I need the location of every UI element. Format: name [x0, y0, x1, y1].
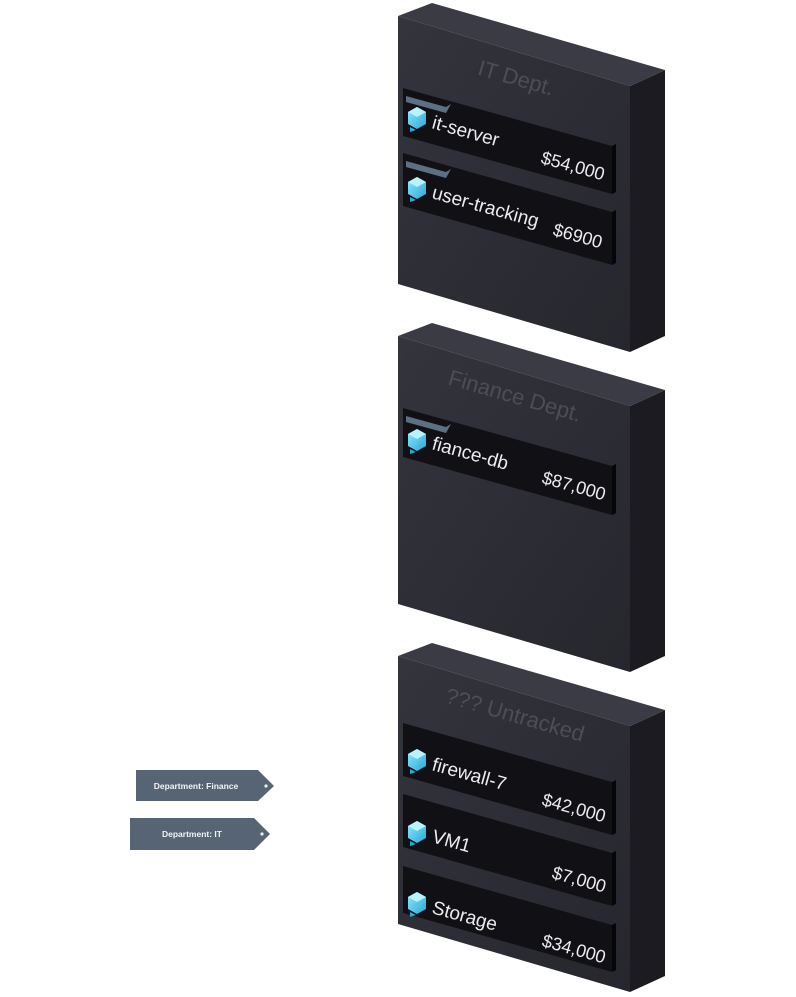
department-tag-mini: [406, 161, 451, 178]
cube-icon: [408, 892, 426, 917]
card-body: [403, 408, 612, 515]
panel-side: [630, 390, 665, 672]
resource-card[interactable]: user-tracking $6900: [403, 153, 616, 265]
panel-front: [398, 336, 630, 672]
card-body: [403, 88, 612, 194]
resource-card[interactable]: Storage $34,000: [403, 866, 616, 972]
resource-card[interactable]: VM1 $7,000: [403, 794, 616, 906]
card-edge: [612, 210, 616, 265]
resource-card[interactable]: fiance-db $87,000: [403, 408, 616, 515]
card-edge: [612, 923, 616, 972]
tag-label: Department: Finance: [154, 781, 239, 791]
tag-hole: [264, 784, 268, 788]
card-body: [403, 794, 612, 906]
card-edge: [612, 144, 616, 194]
tag-shape: [136, 770, 274, 801]
cube-icon: [408, 107, 426, 132]
resource-card[interactable]: firewall-7 $42,000: [403, 723, 616, 835]
card-body: [403, 866, 612, 972]
card-body: [403, 723, 612, 835]
panel-top: [398, 3, 665, 86]
panel-it-dept: IT Dept. it-server $54,000: [398, 3, 665, 352]
tag-label: Department: IT: [162, 829, 223, 839]
department-tag-it[interactable]: Department: IT: [130, 818, 270, 850]
panel-side: [630, 710, 665, 992]
cube-icon: [408, 821, 426, 846]
card-edge: [612, 851, 616, 906]
cube-icon: [408, 429, 426, 454]
panel-finance-dept: Finance Dept. fiance-db $87,000: [398, 323, 665, 672]
department-tag-mini: [406, 416, 451, 433]
tag-hole: [260, 832, 264, 836]
panel-side: [630, 70, 665, 352]
panel-top: [398, 323, 665, 406]
panel-front: [398, 16, 630, 352]
cube-icon: [408, 749, 426, 774]
card-edge: [612, 464, 616, 515]
card-body: [403, 153, 612, 265]
department-tag-finance[interactable]: Department: Finance: [136, 770, 274, 801]
cube-icon: [408, 177, 426, 202]
card-edge: [612, 780, 616, 835]
department-tag-mini: [406, 96, 451, 113]
panel-top: [398, 643, 665, 726]
panel-untracked: ??? Untracked firewall-7 $42,000 VM1 $7: [398, 643, 665, 992]
tag-shape: [130, 818, 270, 850]
